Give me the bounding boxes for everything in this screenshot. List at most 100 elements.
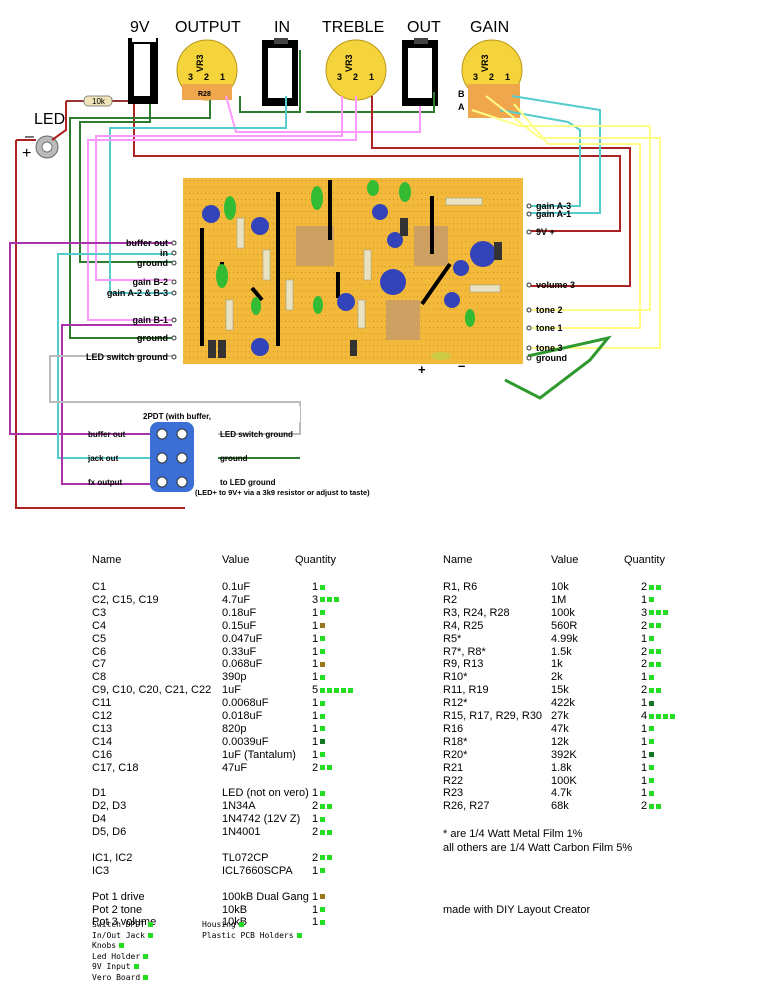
bom-part-qty: 2 — [312, 800, 333, 812]
bom-qty-number: 5 — [312, 684, 319, 697]
bom-qty-number: 1 — [312, 645, 319, 658]
hardware-item-label: Housing — [202, 920, 236, 929]
bom-part-qty: 4 — [641, 710, 676, 722]
bom-part-value: 1.8k — [551, 761, 572, 774]
qty-marker — [133, 964, 139, 969]
bom-left-value-header: Value — [222, 554, 250, 566]
bom-part-name: D1 — [92, 787, 107, 800]
bom-part-value: 100k — [551, 606, 575, 619]
bom-row — [92, 839, 412, 851]
board-label-right: ground — [536, 353, 567, 363]
svg-text:to LED ground: to LED ground — [220, 478, 276, 487]
bom-qty-number: 1 — [312, 890, 319, 903]
bom-part-value: 1uF (Tantalum) — [222, 748, 296, 761]
bom-part-value: 1.5k — [551, 645, 572, 658]
bom-part-name: Pot 1 drive — [92, 890, 145, 903]
bom-part-name: R4, R25 — [443, 619, 484, 632]
board-pad — [526, 229, 532, 235]
qty-marker — [320, 584, 326, 590]
bom-part-qty: 1 — [312, 865, 326, 877]
bom-right-name-header: Name — [443, 554, 473, 566]
qty-marker — [649, 752, 655, 758]
qty-marker — [649, 649, 655, 655]
label-treble: TREBLE — [322, 19, 384, 36]
bom-part-value: 0.18uF — [222, 606, 257, 619]
label-led: LED — [34, 111, 65, 128]
qty-marker — [320, 636, 326, 642]
board-label-left: gain B-1 — [132, 315, 168, 325]
qty-marker — [649, 739, 655, 745]
bom-qty-number: 3 — [312, 593, 319, 606]
bom-part-value: ICL7660SCPA — [222, 864, 293, 877]
bom-part-name: C12 — [92, 710, 113, 722]
qty-marker — [320, 868, 326, 874]
hardware-item: 9V Input — [92, 962, 153, 973]
bom-part-value: 1M — [551, 593, 567, 606]
bom-row — [92, 775, 412, 787]
svg-text:ground: ground — [220, 454, 248, 463]
bom-part-name: C13 — [92, 722, 113, 735]
bom-part-name: R9, R13 — [443, 658, 484, 671]
qty-marker — [320, 726, 326, 732]
svg-text:R28: R28 — [198, 91, 211, 98]
svg-text:1: 1 — [505, 72, 510, 82]
qty-marker — [320, 674, 326, 680]
svg-text:3: 3 — [473, 72, 478, 82]
bom-qty-number: 1 — [641, 735, 648, 748]
qty-marker — [663, 610, 669, 616]
bom-part-qty: 1 — [312, 890, 326, 903]
hardware-item-label: Knobs — [92, 941, 117, 950]
board-pad — [526, 355, 532, 361]
bom-part-value: 560R — [551, 619, 578, 632]
bom-part-qty: 3 — [312, 593, 340, 606]
svg-text:buffer out: buffer out — [88, 430, 126, 439]
board-label-left: LED switch ground — [86, 352, 168, 362]
bom-right-value-header: Value — [551, 554, 579, 566]
bom-part-qty: 3 — [641, 607, 669, 619]
bom-part-name: R12* — [443, 697, 468, 710]
board-pad — [171, 279, 177, 285]
board-pad — [171, 250, 177, 256]
bom-part-value: 0.1uF — [222, 581, 251, 593]
bom-part-name: C8 — [92, 671, 107, 684]
board-label-left: gain A-2 & B-3 — [107, 288, 168, 298]
bom-part-value: 4.7k — [551, 787, 572, 800]
bom-row: R4, R25 560R 2 — [443, 620, 763, 632]
bom-qty-number: 1 — [641, 632, 648, 645]
bom-part-name: D2, D3 — [92, 800, 127, 813]
bom-qty-number: 2 — [641, 645, 648, 658]
qty-marker — [320, 739, 326, 745]
wires — [9, 50, 661, 509]
qty-marker — [320, 855, 326, 861]
label-led-minus: – — [25, 128, 34, 145]
qty-marker — [649, 584, 655, 590]
bom-part-value: 0.068uF — [222, 658, 263, 671]
bom-part-value: 15k — [551, 684, 569, 697]
qty-marker — [327, 687, 333, 693]
qty-marker — [320, 790, 326, 796]
hardware-item-label: Plastic PCB Holders — [202, 930, 294, 940]
bom-part-qty: 2 — [641, 620, 662, 632]
board-pad — [171, 290, 177, 296]
bom-right-qty-header: Quantity — [624, 554, 665, 566]
led — [35, 135, 59, 159]
qty-marker — [649, 636, 655, 642]
bom-part-name: R21 — [443, 761, 464, 774]
bom-qty-number: 1 — [312, 671, 319, 684]
board-label-left: buffer out — [126, 238, 168, 248]
qty-marker — [296, 932, 302, 938]
qty-marker — [649, 726, 655, 732]
note-carbon-film: all others are 1/4 Watt Carbon Film 5% — [443, 842, 633, 854]
